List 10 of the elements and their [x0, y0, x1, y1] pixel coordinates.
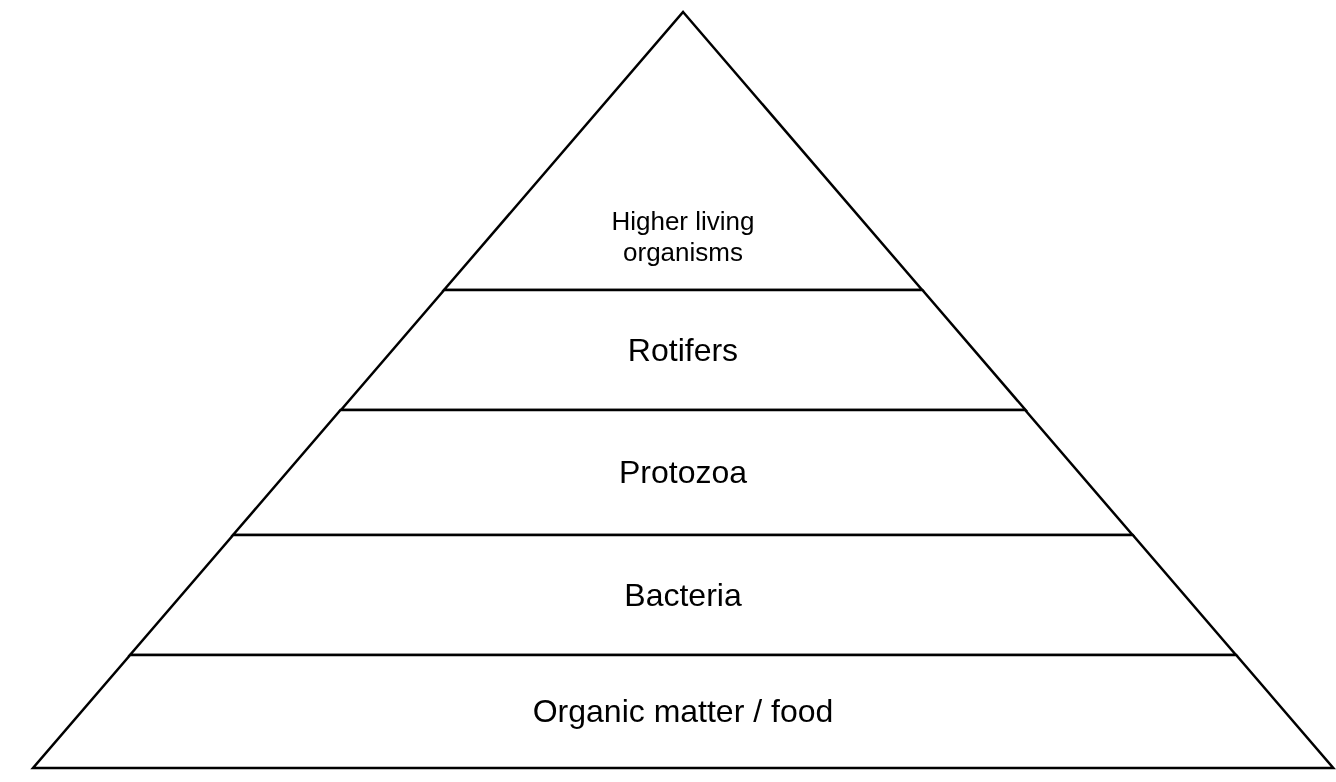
tier-label: Protozoa: [618, 453, 748, 492]
tier-label: Organic matter / food: [532, 692, 834, 731]
pyramid-tier: [340, 290, 1026, 410]
tier-label: Bacteria: [624, 575, 742, 615]
tier-label: Higher living organisms: [610, 205, 756, 268]
pyramid-tier: [443, 12, 923, 290]
pyramid-tier: [32, 655, 1334, 768]
pyramid-tier: [130, 535, 1236, 655]
pyramid-tier: [233, 410, 1133, 535]
tier-label: Rotifers: [627, 330, 739, 370]
